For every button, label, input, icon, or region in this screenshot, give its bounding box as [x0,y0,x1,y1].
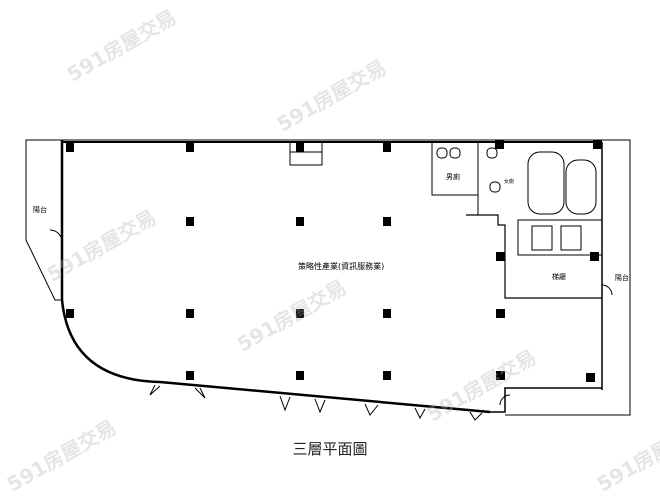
elevator-lobby-label: 梯廳 [552,273,566,281]
womens-restroom-label: 女廁 [504,179,515,185]
windows [149,384,483,421]
core-wall [466,214,602,299]
outer-slab [38,139,631,416]
columns [66,140,602,382]
elevator-1 [531,225,553,251]
left-terrace [25,139,62,301]
balcony-right-label: 陽台 [615,274,629,282]
stair-1 [527,151,565,215]
balcony-left-label: 陽台 [33,206,47,214]
stair-2 [565,159,597,215]
plan-title: 三層平面圖 [292,440,368,458]
mens-restroom-label: 男廁 [446,173,460,181]
elevator-2 [560,225,582,251]
curved-facade [60,299,491,414]
main-area-label: 策略性產業(資訊服務業) [298,262,385,271]
